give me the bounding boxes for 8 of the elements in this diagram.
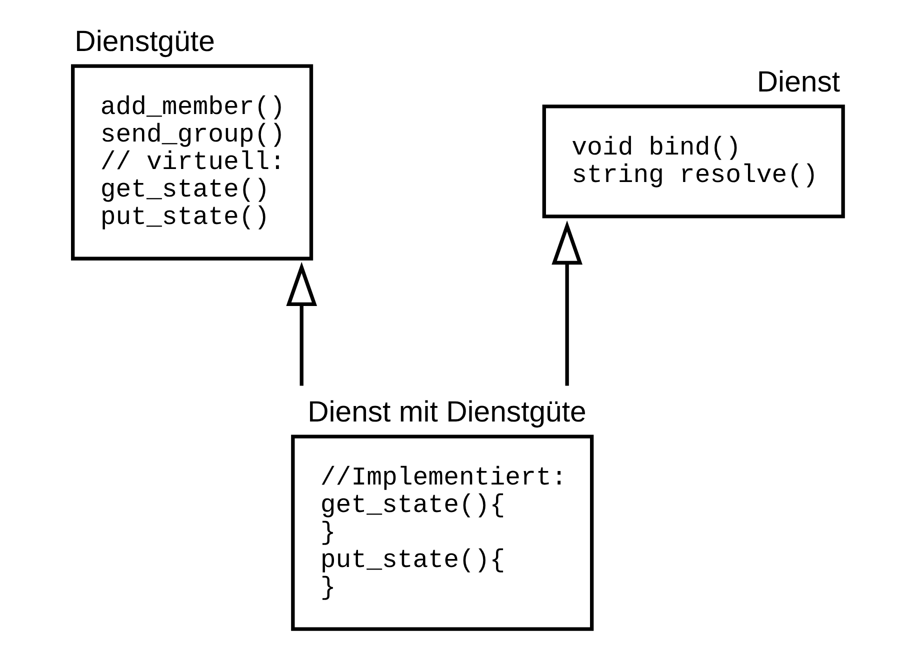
- node-label: Dienstgüte: [74, 25, 214, 58]
- node-box: void bind() string resolve(): [542, 104, 844, 218]
- arrow: [551, 220, 582, 386]
- node-label: Dienst: [756, 65, 840, 98]
- arrow: [286, 262, 317, 386]
- node-label: Dienst mit Dienstgüte: [307, 395, 586, 428]
- node-box: add_member() send_group() // virtuell: get_state() put_state(): [70, 64, 313, 260]
- node-box: //Implementiert: get_state(){ } put_state(){ }: [290, 434, 594, 631]
